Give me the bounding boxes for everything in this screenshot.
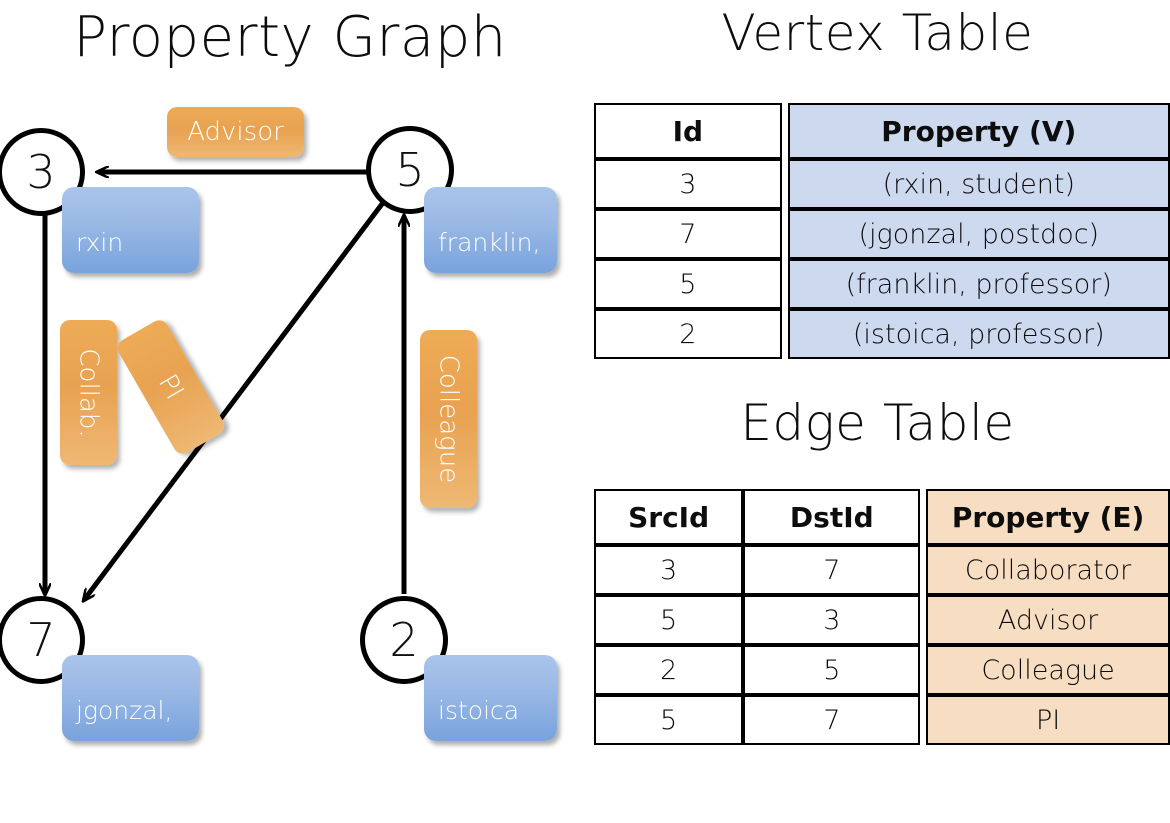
table-row: 3 (rxin, student)	[594, 159, 1170, 209]
edge-label-collab: Collab.	[60, 320, 117, 465]
vertex-node-7-label: 7	[26, 613, 56, 667]
table-header-row: Id Property (V)	[594, 103, 1170, 159]
table-row: 3 7 Collaborator	[594, 545, 1170, 595]
edge-table-cell-srcid: 3	[594, 545, 744, 595]
vertex-property-box-7-line2: pst.doc.	[76, 760, 176, 789]
edge-table-cell-dstid: 7	[743, 545, 921, 595]
vertex-property-box-5-line2: prof.	[438, 292, 494, 321]
vertex-property-box-3-line1: rxin	[76, 228, 124, 257]
edge-5-to-7	[84, 198, 387, 600]
vertex-table-cell-id: 3	[594, 159, 782, 209]
edge-table-cell-dstid: 7	[743, 695, 921, 745]
table-row: 2 5 Colleague	[594, 645, 1170, 695]
vertex-property-box-7-line1: jgonzal,	[76, 696, 173, 725]
section-title-edge-table: Edge Table	[740, 394, 1015, 452]
edge-table-cell-dstid: 5	[743, 645, 921, 695]
edge-label-pi-text: PI	[152, 369, 190, 405]
edge-label-colleague: Colleague	[420, 330, 477, 508]
vertex-property-box-5-line1: franklin,	[438, 228, 541, 257]
table-row: 2 (istoica, professor)	[594, 309, 1170, 359]
edge-table-cell-property: Colleague	[926, 645, 1170, 695]
edge-table-cell-property: PI	[926, 695, 1170, 745]
vertex-table-header-property: Property (V)	[787, 103, 1170, 159]
vertex-table-cell-id: 7	[594, 209, 782, 259]
vertex-node-2[interactable]: 2	[360, 596, 448, 684]
property-graph-diagram: 3 5 7 2 rxin stu. franklin, prof. jgonza…	[0, 0, 580, 789]
table-row: 5 7 PI	[594, 695, 1170, 745]
vertex-property-box-2: istoica prof.	[424, 655, 557, 789]
edge-table-cell-dstid: 3	[743, 595, 921, 645]
table-row: 5 3 Advisor	[594, 595, 1170, 645]
table-header-row: SrcId DstId Property (E)	[594, 489, 1170, 545]
edge-table: SrcId DstId Property (E) 3 7 Collaborato…	[594, 489, 1170, 745]
edge-table-cell-srcid: 5	[594, 695, 744, 745]
vertex-table-cell-property: (istoica, professor)	[787, 309, 1170, 359]
edge-table-header-srcid: SrcId	[594, 489, 744, 545]
edge-label-colleague-text: Colleague	[433, 354, 464, 484]
vertex-property-box-2-line1: istoica	[438, 696, 520, 725]
vertex-table-header-id: Id	[594, 103, 782, 159]
edge-label-collab-text: Collab.	[73, 347, 104, 438]
vertex-property-box-3: rxin stu.	[62, 187, 199, 321]
table-row: 5 (franklin, professor)	[594, 259, 1170, 309]
edge-table-cell-srcid: 2	[594, 645, 744, 695]
vertex-table-cell-id: 2	[594, 309, 782, 359]
vertex-property-box-5: franklin, prof.	[424, 187, 557, 321]
vertex-node-2-label: 2	[389, 613, 419, 667]
edge-table-cell-srcid: 5	[594, 595, 744, 645]
vertex-property-box-7: jgonzal, pst.doc.	[62, 655, 199, 789]
vertex-node-3-label: 3	[26, 145, 56, 199]
edge-label-advisor: Advisor	[167, 107, 304, 157]
vertex-table-cell-property: (rxin, student)	[787, 159, 1170, 209]
vertex-node-5[interactable]: 5	[366, 126, 454, 214]
vertex-node-5-label: 5	[395, 143, 425, 197]
vertex-table-cell-property: (franklin, professor)	[787, 259, 1170, 309]
graph-edges-layer	[0, 0, 580, 760]
edge-table-cell-property: Advisor	[926, 595, 1170, 645]
edge-table-cell-property: Collaborator	[926, 545, 1170, 595]
section-title-vertex-table: Vertex Table	[721, 4, 1034, 62]
table-row: 7 (jgonzal, postdoc)	[594, 209, 1170, 259]
edge-table-header-dstid: DstId	[743, 489, 921, 545]
vertex-table: Id Property (V) 3 (rxin, student) 7 (jgo…	[594, 103, 1170, 359]
vertex-property-box-2-line2: prof.	[438, 760, 494, 789]
vertex-property-box-3-line2: stu.	[76, 292, 123, 321]
vertex-table-cell-id: 5	[594, 259, 782, 309]
edge-label-advisor-text: Advisor	[187, 117, 284, 147]
edge-table-header-property: Property (E)	[926, 489, 1170, 545]
vertex-table-cell-property: (jgonzal, postdoc)	[787, 209, 1170, 259]
page-title-property-graph: Property Graph	[73, 5, 507, 70]
